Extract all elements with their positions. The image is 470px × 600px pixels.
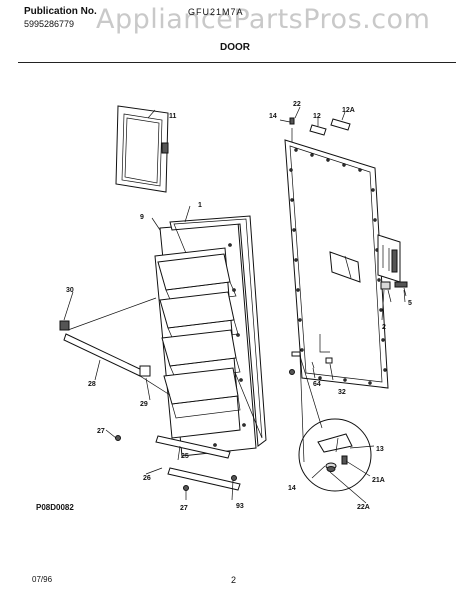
callout-9: 9 (140, 214, 144, 221)
page-number: 2 (231, 575, 237, 585)
callout-27-top: 27 (97, 428, 105, 435)
gasket-part-11 (115, 105, 169, 193)
diagram-code: P08D0082 (36, 503, 74, 512)
callout-22a: 22A (357, 504, 370, 511)
bottom-hinge-parts (289, 351, 333, 375)
callout-leaders (63, 109, 406, 504)
hinge-detail (298, 355, 372, 492)
publication-number: 5995286779 (24, 19, 75, 29)
callout-22: 22 (293, 101, 301, 108)
door-shelves (157, 253, 241, 419)
handle-assembly (377, 234, 408, 303)
door-liner-part-9 (154, 215, 267, 457)
callout-5: 5 (408, 300, 412, 307)
top-hinge-parts (289, 106, 351, 142)
watermark: AppliancePartsPros.com (96, 4, 431, 35)
callout-11: 11 (169, 113, 177, 120)
callout-14-detail: 14 (288, 485, 296, 492)
callout-26-lower: 26 (143, 475, 151, 482)
header-rule (18, 62, 456, 63)
callout-29: 29 (140, 401, 148, 408)
callout-28: 28 (88, 381, 96, 388)
callout-25: 25 (181, 453, 189, 460)
door-perimeter-holes (289, 148, 387, 385)
outer-door-panel (284, 139, 389, 389)
callout-2: 2 (382, 324, 386, 331)
callout-32: 32 (338, 389, 346, 396)
shelf-bar-part-28 (59, 297, 171, 396)
callout-64: 64 (313, 381, 321, 388)
callout-27-bottom: 27 (180, 505, 188, 512)
publication-label: Publication No. (24, 6, 97, 17)
callout-21a: 21A (372, 477, 385, 484)
callout-13: 13 (376, 446, 384, 453)
model-number: GFU21M7A (188, 7, 244, 17)
callout-30: 30 (66, 287, 74, 294)
section-title: DOOR (220, 42, 250, 53)
footer-date: 07/96 (32, 575, 53, 584)
callout-14-top: 14 (269, 113, 277, 120)
callout-12: 12 (313, 113, 321, 120)
callout-93: 93 (236, 503, 244, 510)
callout-1: 1 (198, 202, 202, 209)
callout-12a: 12A (342, 107, 355, 114)
